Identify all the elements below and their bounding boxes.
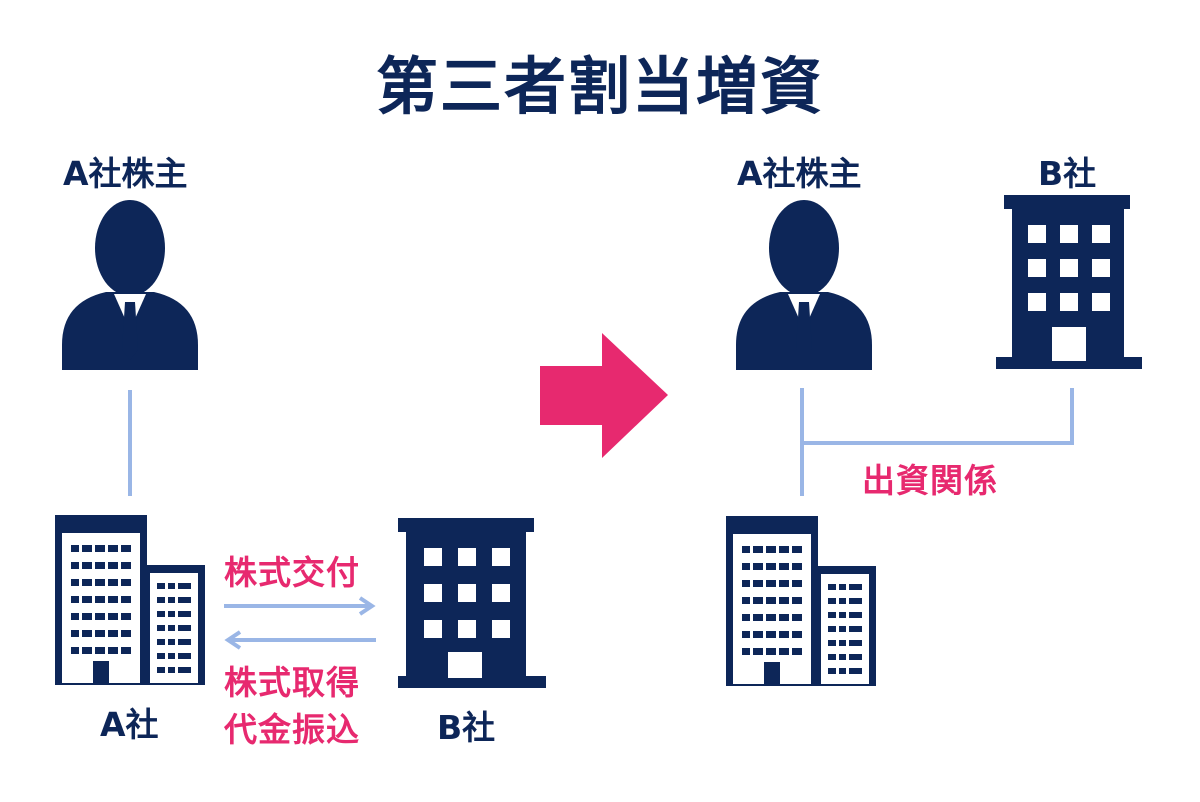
before-shareholder-person-icon — [62, 200, 198, 370]
before-shareholder-label: A社株主 — [63, 154, 188, 193]
payment-label-line2: 代金振込 — [224, 710, 360, 749]
payment-label-line1: 株式取得 — [224, 663, 360, 702]
investment-relation-bracket — [800, 388, 1074, 496]
after-company-b-building-icon — [996, 195, 1142, 369]
after-company-a-building-icon — [726, 516, 876, 686]
before-company-b-building-icon — [398, 518, 546, 688]
share-issue-label: 株式交付 — [224, 553, 360, 592]
after-shareholder-label: A社株主 — [737, 154, 862, 193]
before-company-b-label: B社 — [437, 708, 496, 747]
before-company-a-building-icon — [55, 515, 205, 685]
before-vertical-connector — [128, 390, 132, 496]
investment-relation-label: 出資関係 — [862, 461, 998, 500]
diagram-title: 第三者割当増資 — [375, 50, 824, 123]
after-shareholder-person-icon — [736, 200, 872, 370]
before-company-a-label: A社 — [100, 705, 159, 744]
transition-arrow-icon — [540, 333, 668, 458]
share-issue-arrow — [224, 596, 376, 616]
payment-arrow — [224, 630, 376, 650]
after-company-b-label: B社 — [1038, 154, 1097, 193]
